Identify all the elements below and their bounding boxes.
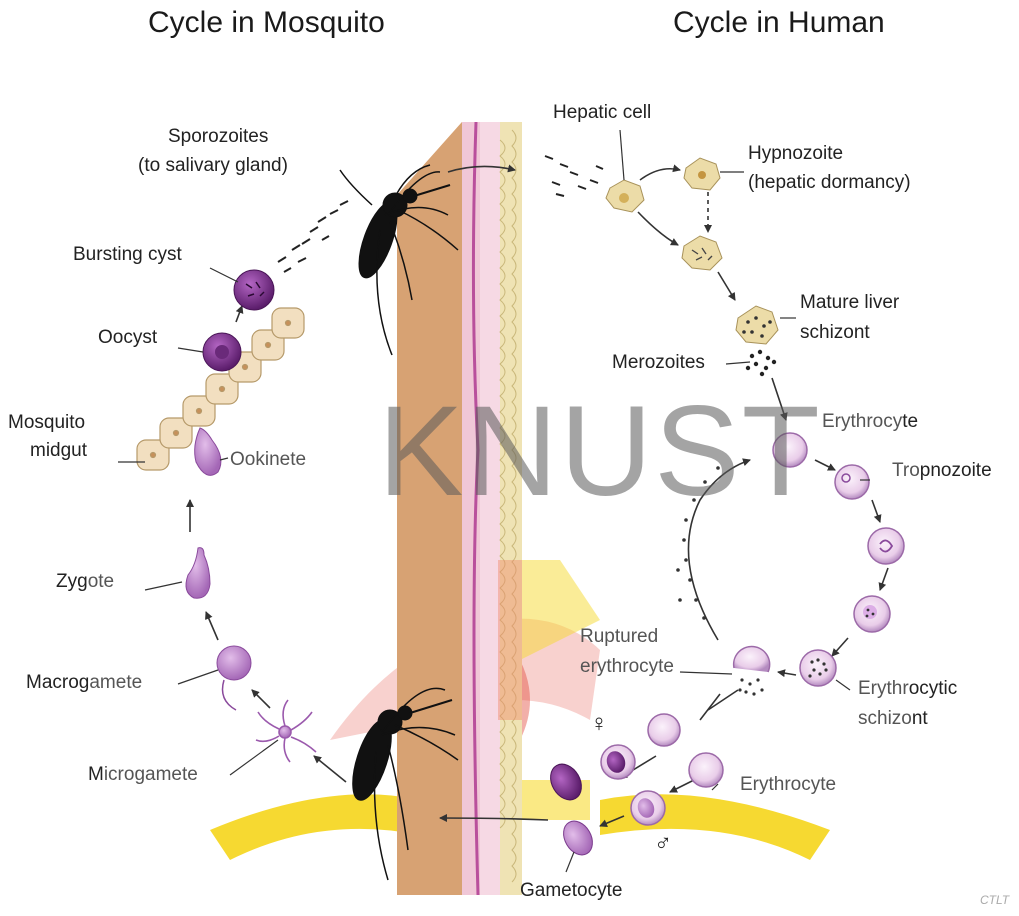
- label-hypnozoite-line1: Hypnozoite: [748, 143, 843, 165]
- mosquito-midgut-cells: [137, 308, 304, 470]
- label-ery-schizont-part4: nt: [912, 708, 928, 729]
- knust-watermark: KNUST: [378, 378, 822, 525]
- label-sporozoites-line1: Sporozoites: [168, 126, 268, 148]
- trophozoite-cell: [835, 465, 869, 499]
- label-microgamete-part1: M: [88, 764, 104, 785]
- label-erythrocytic-schizont-line1: Erythrocytic: [858, 678, 957, 700]
- label-gametocyte: Gametocyte: [520, 880, 622, 902]
- label-macrogamete-part2: amete: [89, 672, 142, 693]
- label-ruptured-line2: erythrocyte: [580, 656, 674, 678]
- label-ery-schizont-part3: schizo: [858, 708, 912, 729]
- label-microgamete: Microgamete: [88, 764, 198, 786]
- label-erythrocytic-schizont-line2: schizont: [858, 708, 928, 730]
- female-symbol-icon: ♀: [590, 710, 608, 738]
- hepatic-cell: [606, 180, 644, 212]
- label-ery-schizont-part2: ocytic: [909, 678, 958, 699]
- header-mosquito-cycle: Cycle in Mosquito: [148, 6, 385, 40]
- label-macrogamete-part1: Macrog: [26, 672, 89, 693]
- label-mosquito-midgut-line1: Mosquito: [8, 412, 85, 434]
- male-symbol-icon: ♂: [654, 830, 672, 858]
- label-zygote-part2: ote: [88, 571, 114, 592]
- label-sporozoites-line2: (to salivary gland): [138, 155, 288, 177]
- label-bursting-cyst: Bursting cyst: [73, 244, 182, 266]
- hypnozoite-cell: [684, 158, 720, 190]
- label-zygote: Zygote: [56, 571, 114, 593]
- label-trophozoite-part1: Tro: [892, 460, 920, 481]
- label-erythrocyte-top-part1: Erythrocy: [822, 411, 902, 432]
- zygote-cell: [186, 548, 210, 599]
- label-zygote-part1: Zyg: [56, 571, 88, 592]
- label-erythrocyte-top-part2: te: [902, 411, 918, 432]
- merozoites-cluster: [746, 350, 776, 376]
- oocyst-cell: [203, 333, 241, 371]
- sporozoites-left: [278, 201, 348, 272]
- label-erythrocyte-top: Erythrocyte: [822, 411, 918, 433]
- ruptured-erythrocyte-cell: [734, 646, 770, 695]
- label-macrogamete: Macrogamete: [26, 672, 142, 694]
- label-ookinete: Ookinete: [230, 449, 306, 471]
- erythrocyte-female-branch: [544, 714, 680, 805]
- label-merozoites: Merozoites: [612, 352, 705, 374]
- label-mature-liver-line2: schizont: [800, 322, 870, 344]
- bursting-cyst-cell: [234, 270, 274, 310]
- label-ery-schizont-part1: Erythr: [858, 678, 909, 699]
- label-trophozoite: Tropnozoite: [892, 460, 992, 482]
- sporozoites-right: [545, 156, 603, 196]
- label-mature-liver-line1: Mature liver: [800, 292, 899, 314]
- ring-stage-cell: [868, 528, 904, 564]
- ookinete-cell: [195, 428, 221, 475]
- late-trophozoite-cell: [854, 596, 890, 632]
- label-microgamete-part2: icrogamete: [104, 764, 198, 785]
- label-mosquito-midgut-line2: midgut: [30, 440, 87, 462]
- label-hepatic-cell: Hepatic cell: [553, 102, 651, 124]
- macrogamete-cell: [217, 646, 251, 710]
- microgamete-cell: [256, 700, 316, 762]
- erythrocytic-schizont-cell: [800, 650, 836, 686]
- mature-liver-schizont: [736, 306, 778, 344]
- label-ruptured-line1: Ruptured: [580, 626, 658, 648]
- label-erythrocyte-bottom: Erythrocyte: [740, 774, 836, 796]
- label-trophozoite-part2: pnozoite: [920, 460, 992, 481]
- ctlt-credit-logo: CTLT: [980, 893, 1009, 907]
- header-human-cycle: Cycle in Human: [673, 6, 885, 40]
- label-oocyst: Oocyst: [98, 327, 157, 349]
- label-hypnozoite-line2: (hepatic dormancy): [748, 172, 911, 194]
- liver-schizont-early: [682, 236, 722, 270]
